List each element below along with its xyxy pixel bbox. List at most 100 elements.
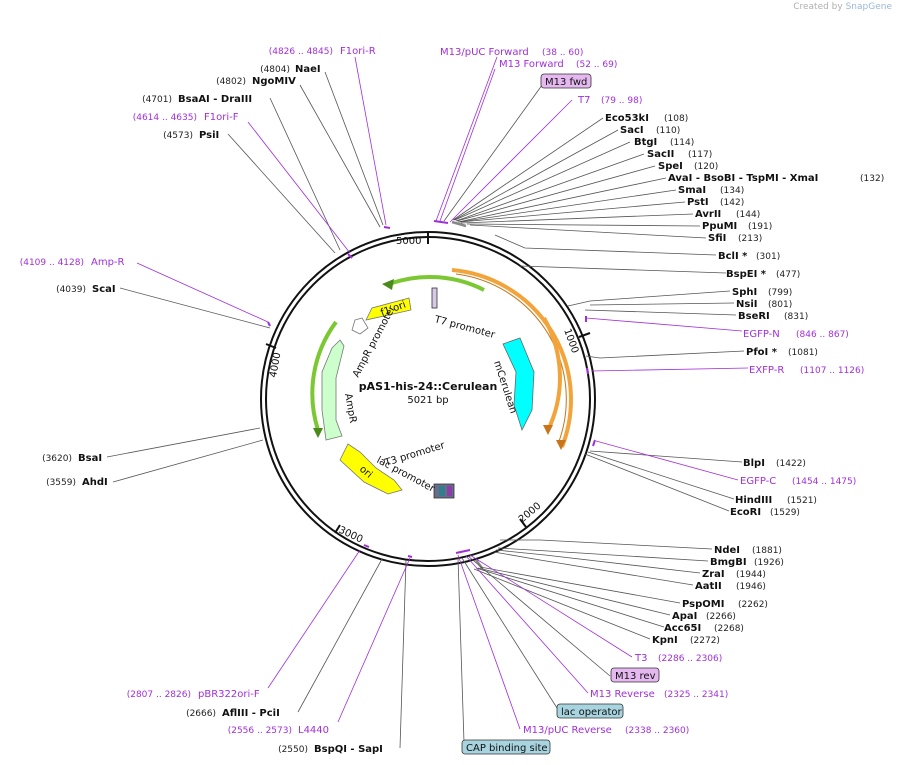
enzyme-psti: PstI <box>687 197 709 208</box>
lac-operator-label: lac operator <box>561 707 622 718</box>
m13-rev-label: M13 rev <box>615 671 656 682</box>
primer-range-egfp-c: (1454 .. 1475) <box>792 477 856 487</box>
enzyme-pos-eco53ki: (108) <box>664 114 688 124</box>
primer-leaders <box>136 56 749 730</box>
plasmid-length: 5021 bp <box>407 395 448 406</box>
enzyme-bmgbi: BmgBI <box>710 557 747 568</box>
enzyme-pos-aatii: (1946) <box>736 582 766 592</box>
enzyme-pspomi: PspOMI <box>682 599 724 610</box>
orange-arc-outer-edge <box>455 273 567 445</box>
enzyme-pos-ppumi: (191) <box>748 222 772 232</box>
enzyme-pos-bspei: (477) <box>776 270 800 280</box>
enzyme-pos-bspqi: (2550) <box>278 745 308 755</box>
feature-leaders <box>443 80 611 743</box>
snapgene-logo: SnapGene <box>845 2 892 12</box>
tick-3000 <box>334 524 341 534</box>
enzyme-pos-btgi: (114) <box>670 138 694 148</box>
enzyme-pos-spei: (120) <box>694 162 718 172</box>
orange-arc-inner <box>542 317 562 431</box>
primer-mark-l4440 <box>407 555 413 558</box>
enzyme-pos-psti: (142) <box>720 198 744 208</box>
enzyme-pos-ecori: (1529) <box>770 508 800 518</box>
primer-range-pbr322: (2807 .. 2826) <box>127 690 191 700</box>
enzyme-pos-pfoi: (1081) <box>788 348 818 358</box>
enzyme-bsai: BsaI <box>78 453 102 464</box>
enzyme-acc65i: Acc65I <box>664 623 701 634</box>
primer-m13-puc-reverse: M13/pUC Reverse <box>523 725 612 736</box>
enzyme-sphi: SphI <box>732 287 757 298</box>
primer-egfp-c: EGFP-C <box>740 476 776 487</box>
enzyme-saci: SacI <box>620 125 644 136</box>
enzyme-pos-bsai: (3620) <box>42 454 72 464</box>
enzyme-sfii: SfiI <box>708 233 726 244</box>
tick-1000 <box>578 332 591 338</box>
enzyme-ndei: NdeI <box>714 545 740 556</box>
primer-range-exfp-r: (1107 .. 1126) <box>800 366 864 376</box>
enzyme-pos-bseri: (831) <box>784 312 808 322</box>
plasmid-name: pAS1-his-24::Cerulean <box>359 380 498 393</box>
t7-promoter-label: T7 promoter <box>432 314 497 341</box>
enzyme-pos-avai: (132) <box>860 174 884 184</box>
enzyme-naei: NaeI <box>295 64 321 75</box>
m13-rev-box <box>610 667 660 683</box>
enzyme-avai: AvaI - BsoBI - TspMI - XmaI <box>668 173 818 184</box>
primer-amp-r: Amp-R <box>91 257 125 268</box>
ori-feature <box>339 443 403 495</box>
enzyme-aatii: AatII <box>695 581 722 592</box>
primer-mark-egfp-c <box>592 439 596 447</box>
primer-range-egfp-n: (846 .. 867) <box>796 330 849 340</box>
t7-promoter-mark <box>431 287 438 309</box>
tick-label-1000: 1000 <box>561 327 580 355</box>
green-arc-left <box>310 320 338 431</box>
enzyme-pos-sacii: (117) <box>688 150 712 160</box>
enzyme-btgi: BtgI <box>634 137 657 148</box>
enzyme-pos-bcli: (301) <box>756 252 780 262</box>
green-arc-top <box>391 275 485 292</box>
enzyme-bseri: BseRI <box>738 311 770 322</box>
enzyme-pos-nsii: (801) <box>768 300 792 310</box>
enzyme-kpni: KpnI <box>652 635 678 646</box>
enzyme-pos-bmgbi: (1926) <box>754 558 784 568</box>
enzyme-pos-ngomiv: (4802) <box>216 77 246 87</box>
t3-promoter-mark <box>447 486 452 496</box>
tick-label-5000: 5000 <box>396 236 421 247</box>
enzyme-pos-saci: (110) <box>656 126 680 136</box>
primer-f1ori-r: F1ori-R <box>340 46 376 57</box>
lac-operator-mark <box>439 486 445 496</box>
primer-t7: T7 <box>577 95 590 106</box>
tick-label-4000: 4000 <box>268 352 283 379</box>
primer-f1ori-f: F1ori-F <box>204 112 239 123</box>
enzyme-pos-scai: (4039) <box>56 285 86 295</box>
enzyme-pfoi: PfoI * <box>746 347 778 358</box>
enzyme-ngomiv: NgoMIV <box>252 76 296 87</box>
orange-arc-arrowhead <box>556 440 566 450</box>
enzyme-pos-ndei: (1881) <box>752 546 782 556</box>
enzyme-pos-zrai: (1944) <box>736 570 766 580</box>
primer-labels: (4826 .. 4845) F1ori-R (4614 .. 4635) F1… <box>20 46 865 736</box>
ampr-label: AmpR <box>342 393 358 424</box>
enzyme-scai: ScaI <box>92 284 116 295</box>
primer-mark-amp-r <box>267 321 271 327</box>
primer-m13-puc-forward: M13/pUC Forward <box>440 47 529 58</box>
primer-range-m13-puc-reverse: (2338 .. 2360) <box>625 726 689 736</box>
enzyme-pos-psii: (4573) <box>163 131 193 141</box>
m13-fwd-box <box>540 73 592 89</box>
enzyme-pos-avrii: (144) <box>736 210 760 220</box>
primer-range-t7: (79 .. 98) <box>601 96 642 106</box>
enzyme-pos-sphi: (799) <box>768 288 792 298</box>
enzyme-pos-smai: (134) <box>720 186 744 196</box>
enzyme-bsaai: BsaAI - DraIII <box>178 94 252 105</box>
enzyme-avrii: AvrII <box>695 209 721 220</box>
primer-m13-reverse: M13 Reverse <box>590 689 655 700</box>
snapgene-credit: Created by SnapGene <box>793 2 892 12</box>
enzyme-pos-kpni: (2272) <box>690 636 720 646</box>
enzyme-pos-blpi: (1422) <box>776 459 806 469</box>
enzyme-labels-right: Eco53kI (108) SacI (110) BtgI (114) SacI… <box>605 113 884 646</box>
primer-range-f1ori-r: (4826 .. 4845) <box>269 47 333 57</box>
enzyme-pos-hindiii: (1521) <box>787 496 817 506</box>
enzyme-blpi: BlpI <box>743 458 765 469</box>
orange-arc-inner-arrowhead <box>543 425 553 435</box>
enzyme-labels-left: (4804) NaeI (4802) NgoMIV (4701) BsaAI -… <box>42 64 383 755</box>
primer-range-m13-puc-forward: (38 .. 60) <box>542 48 583 58</box>
